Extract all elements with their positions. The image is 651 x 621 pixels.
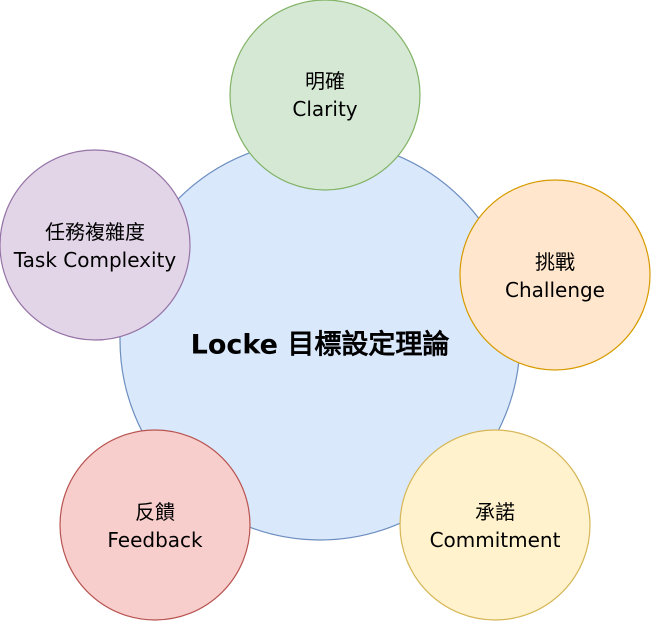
feedback-label: 反饋 Feedback xyxy=(107,498,202,554)
clarity-label-en: Clarity xyxy=(292,97,358,121)
feedback-label-en: Feedback xyxy=(107,528,203,552)
task-complexity-circle xyxy=(0,149,191,341)
commitment-label-en: Commitment xyxy=(429,528,561,552)
center-title: Locke 目標設定理論 xyxy=(190,329,450,361)
commitment-label-zh: 承諾 xyxy=(475,500,515,524)
feedback-label-zh: 反饋 xyxy=(135,500,175,524)
challenge-circle xyxy=(459,179,651,371)
task-complexity-label: 任務複雜度 Task Complexity xyxy=(14,218,176,274)
commitment-label: 承諾 Commitment xyxy=(430,498,561,554)
task-complexity-label-zh: 任務複雜度 xyxy=(44,220,145,244)
clarity-circle xyxy=(229,0,421,191)
challenge-label: 挑戰 Challenge xyxy=(505,248,605,304)
challenge-label-zh: 挑戰 xyxy=(535,250,575,274)
feedback-circle xyxy=(59,429,251,621)
challenge-label-en: Challenge xyxy=(505,278,605,302)
clarity-label: 明確 Clarity xyxy=(292,67,357,123)
clarity-label-zh: 明確 xyxy=(304,69,345,93)
task-complexity-label-en: Task Complexity xyxy=(13,248,177,272)
commitment-circle xyxy=(399,429,591,621)
